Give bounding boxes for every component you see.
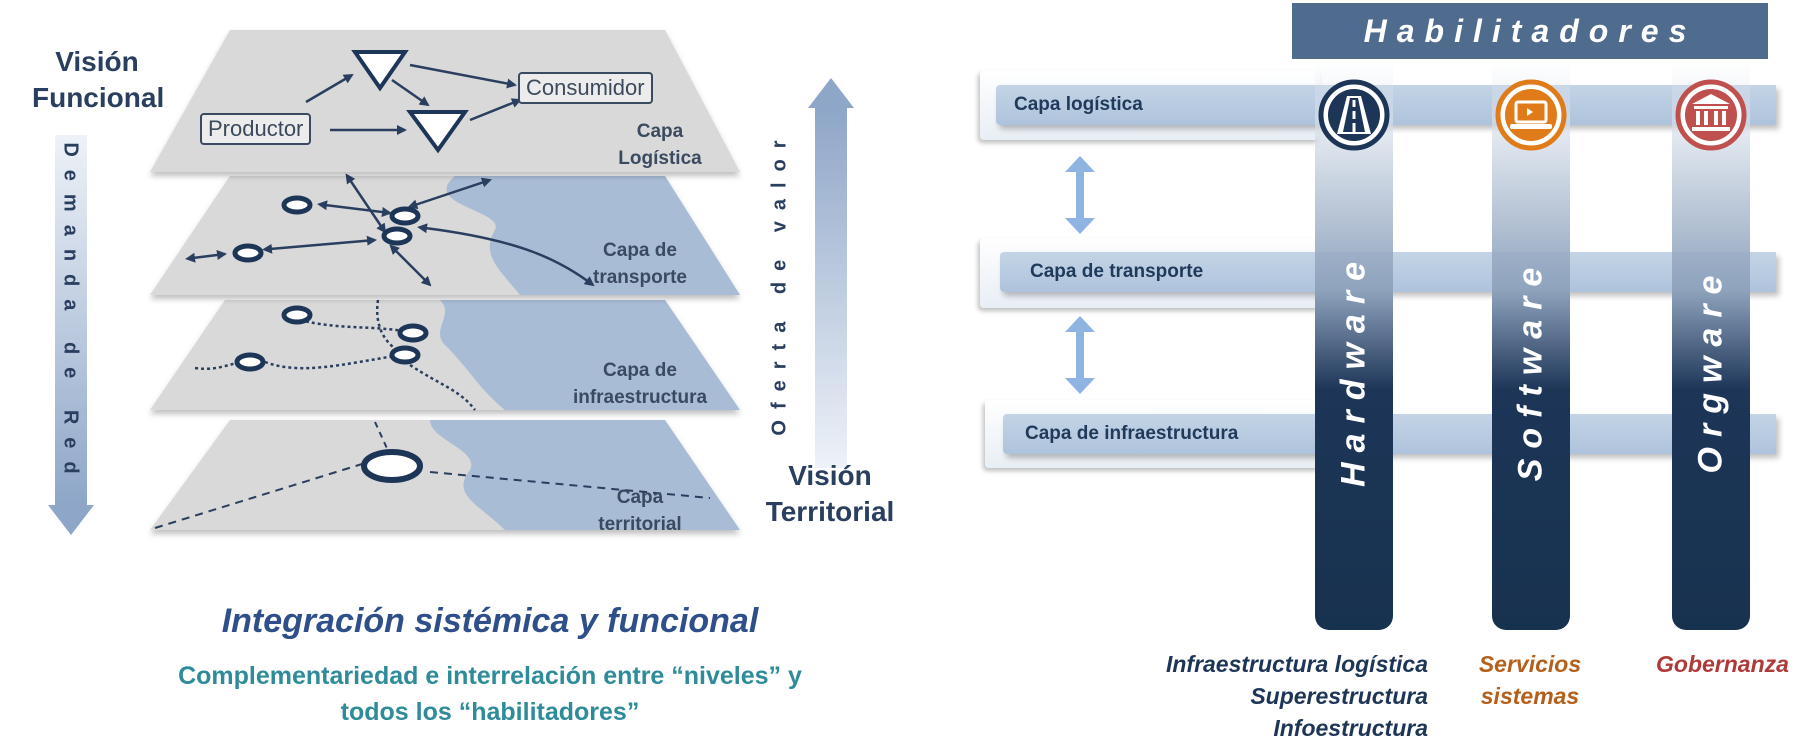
- pillar-hardware-label: Hardware: [1334, 252, 1373, 487]
- layer-territorial: [150, 420, 740, 530]
- vision-territorial-line2: Territorial: [765, 496, 895, 527]
- software-items: Servicios sistemas: [1470, 648, 1590, 712]
- layer-territorial-line1: Capa: [616, 487, 664, 508]
- institution-icon: [1675, 79, 1747, 151]
- road-icon: [1318, 79, 1390, 151]
- band-logistica-label: Capa logística: [1014, 94, 1143, 115]
- hardware-item-2: Superestructura: [1250, 683, 1428, 709]
- vision-funcional-line2: Funcional: [32, 82, 165, 113]
- transporte-network: [185, 173, 595, 287]
- layer-logistica-line1: Capa: [636, 121, 684, 142]
- layer-logistica-label: Capa Logística: [580, 118, 740, 172]
- software-item-2: sistemas: [1480, 683, 1580, 709]
- layer-infraestructura-line1: Capa de: [603, 360, 677, 381]
- orgware-items: Gobernanza: [1645, 648, 1800, 680]
- vision-funcional-line1: Visión: [55, 46, 139, 77]
- orgware-item-1: Gobernanza: [1656, 651, 1789, 677]
- hardware-item-1: Infraestructura logística: [1165, 651, 1428, 677]
- caption-subtitle-line1: Complementariedad e interrelación entre …: [178, 662, 802, 690]
- layer-logistica-line2: Logística: [618, 148, 702, 169]
- layer-territorial-label: Capa territorial: [570, 484, 710, 538]
- pillar-software-label: Software: [1511, 257, 1550, 482]
- consumidor-node: Consumidor: [518, 72, 653, 104]
- layer-territorial-line2: territorial: [598, 514, 682, 535]
- vision-territorial-line1: Visión: [788, 460, 872, 491]
- vision-territorial-label: Visión Territorial: [745, 458, 915, 530]
- layered-network-diagram: [48, 30, 854, 535]
- demand-arrow: [48, 135, 94, 535]
- software-item-1: Servicios: [1478, 651, 1582, 677]
- caption-subtitle: Complementariedad e interrelación entre …: [60, 658, 920, 730]
- oferta-de-valor-label: Oferta de valor: [768, 129, 791, 436]
- territorial-network: [154, 421, 711, 529]
- layer-transporte-label: Capa de transporte: [560, 237, 720, 291]
- logistica-network: [305, 50, 522, 154]
- pillar-orgware-label: Orgware: [1691, 265, 1730, 474]
- laptop-icon: [1495, 79, 1567, 151]
- hardware-item-3: Infoestructura: [1273, 715, 1428, 741]
- infraestructura-network: [194, 299, 476, 411]
- layer-transporte-line2: transporte: [593, 267, 687, 288]
- value-offer-arrow: [808, 78, 854, 468]
- caption-subtitle-line2: todos los “habilitadores”: [340, 698, 640, 726]
- band-connector-arrows: [1065, 156, 1095, 394]
- band-transporte-label: Capa de transporte: [1030, 261, 1204, 282]
- hardware-items: Infraestructura logística Superestructur…: [1070, 648, 1428, 744]
- demanda-de-red-label: Demanda de Red: [59, 142, 82, 487]
- pillar-orgware: Orgware: [1672, 60, 1750, 630]
- vision-funcional-label: Visión Funcional: [32, 44, 165, 116]
- productor-node: Productor: [200, 113, 312, 145]
- layer-transporte-line1: Capa de: [603, 240, 677, 261]
- layer-infraestructura-line2: infraestructura: [572, 387, 708, 408]
- layer-infraestructura-label: Capa de infraestructura: [560, 357, 720, 411]
- band-infraestructura-label: Capa de infraestructura: [1025, 423, 1239, 444]
- habilitadores-header: Habilitadores: [1292, 3, 1768, 59]
- pillar-hardware: Hardware: [1315, 60, 1393, 630]
- layer-infraestructura: [150, 300, 740, 410]
- caption-title: Integración sistémica y funcional: [221, 602, 759, 640]
- habilitadores-title: Habilitadores: [1363, 13, 1697, 49]
- pillar-software: Software: [1492, 60, 1570, 630]
